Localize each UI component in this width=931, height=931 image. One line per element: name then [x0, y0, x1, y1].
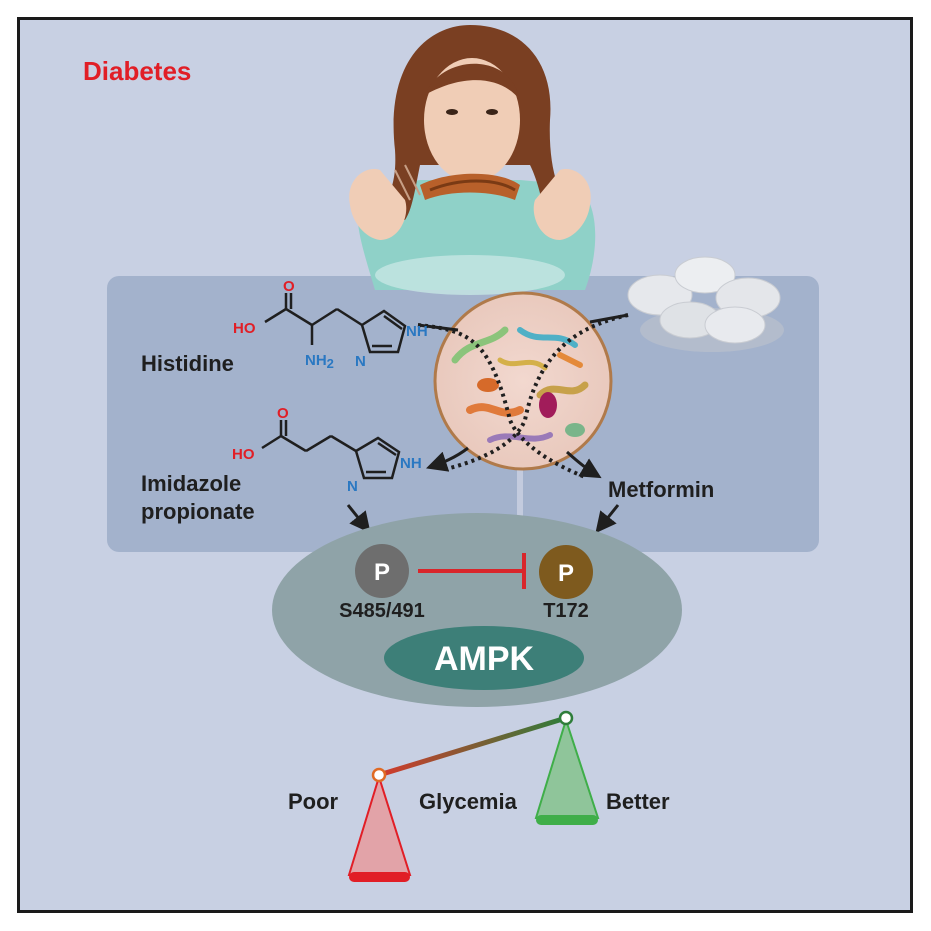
ampk-label: AMPK: [434, 640, 535, 678]
imidazole-propionate-structure: [261, 420, 401, 480]
dotted-path-metformin: [449, 313, 629, 470]
phospho-site-inhibitory: [355, 544, 409, 598]
histidine-label: Histidine: [141, 351, 234, 376]
metformin-pills-illustration: [627, 256, 784, 352]
arrow-to-imidazole: [426, 446, 469, 472]
solid-link-histidine: [417, 323, 459, 332]
arrow-to-metformin: [565, 450, 602, 479]
person-eating-illustration: [349, 25, 596, 295]
poor-pivot: [371, 767, 387, 783]
metformin-label: Metformin: [608, 477, 715, 502]
imidazole-label-line1: Imidazole: [141, 471, 242, 496]
balance-label-poor: Poor: [288, 789, 339, 814]
phospho-site-activating: [539, 545, 593, 599]
diagram-title: Diabetes: [83, 56, 192, 86]
histidine-ho: HO: [233, 320, 256, 337]
imidazole-o: O: [277, 405, 289, 422]
histidine-nh2: NH2: [305, 352, 334, 371]
better-pivot: [558, 710, 574, 726]
arrow-imidazole-to-ampk: [346, 504, 371, 534]
histidine-structure: [264, 293, 407, 354]
ampk-core: [384, 626, 584, 690]
balance-label-glycemia: Glycemia: [419, 789, 517, 814]
poor-weight: [347, 773, 412, 876]
poor-base: [349, 872, 410, 882]
histidine-nh: NH: [406, 323, 428, 340]
gut-microbiota-illustration: [433, 291, 613, 471]
balance-label-better: Better: [606, 789, 670, 814]
site-label-s485: S485/491: [339, 600, 425, 622]
better-weight: [534, 716, 600, 819]
arrow-metformin-to-ampk: [595, 504, 620, 534]
imidazole-label-line2: propionate: [141, 499, 255, 524]
better-base: [536, 815, 598, 825]
phospho-symbol-activating: P: [558, 560, 574, 587]
histidine-n: N: [355, 353, 366, 370]
histidine-o: O: [283, 278, 295, 295]
imidazole-ho: HO: [232, 446, 255, 463]
imidazole-nh: NH: [400, 455, 422, 472]
imidazole-n: N: [347, 478, 358, 495]
solid-link-metformin: [589, 313, 629, 324]
site-label-t172: T172: [543, 600, 589, 622]
balance-beam: [378, 715, 567, 778]
dotted-path-histidine: [417, 323, 586, 479]
phospho-symbol-inhibitory: P: [374, 559, 390, 586]
